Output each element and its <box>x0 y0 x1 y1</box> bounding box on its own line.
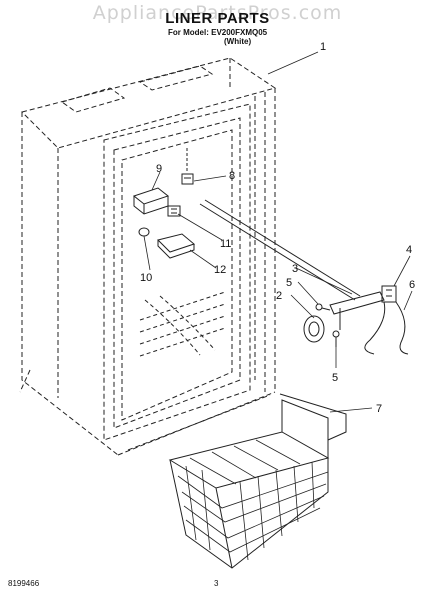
callout-6: 6 <box>409 279 415 291</box>
part-9-light-housing <box>132 187 170 215</box>
part-11-socket <box>167 205 181 217</box>
callout-10: 10 <box>140 272 152 284</box>
model-label: For Model: EV200FXMQ05 <box>168 28 268 37</box>
footer-page-number: 3 <box>214 579 219 588</box>
callout-11: 11 <box>220 238 231 250</box>
liner-cabinet <box>19 57 277 456</box>
color-label: (White) <box>224 37 252 46</box>
callout-4: 4 <box>406 244 412 256</box>
part-10-bulb <box>138 227 150 237</box>
callout-7: 7 <box>376 403 382 415</box>
callout-9: 9 <box>156 163 162 175</box>
callout-12: 12 <box>214 264 226 276</box>
callout-3: 3 <box>292 263 298 275</box>
part-4-thermostat <box>381 285 397 303</box>
part-5-screws <box>315 303 340 347</box>
part-3-control-bracket <box>199 199 385 330</box>
part-12-shield <box>157 233 196 259</box>
part-6-capillary-tube <box>364 301 409 355</box>
liner-floor-ribs <box>139 291 226 357</box>
callout-8: 8 <box>229 170 235 182</box>
callout-2: 2 <box>276 290 282 302</box>
callout-5-lower: 5 <box>332 372 338 384</box>
part-7-wire-basket <box>168 393 347 569</box>
part-2-knob <box>303 315 325 343</box>
footer-part-number: 8199466 <box>8 579 40 588</box>
callout-5-upper: 5 <box>286 277 292 289</box>
leader-lines <box>143 51 413 413</box>
diagram-title: LINER PARTS <box>165 10 270 27</box>
part-8-clip <box>181 148 194 185</box>
watermark-text: AppliancePartsPros.com <box>92 2 343 24</box>
callout-1: 1 <box>320 41 326 53</box>
